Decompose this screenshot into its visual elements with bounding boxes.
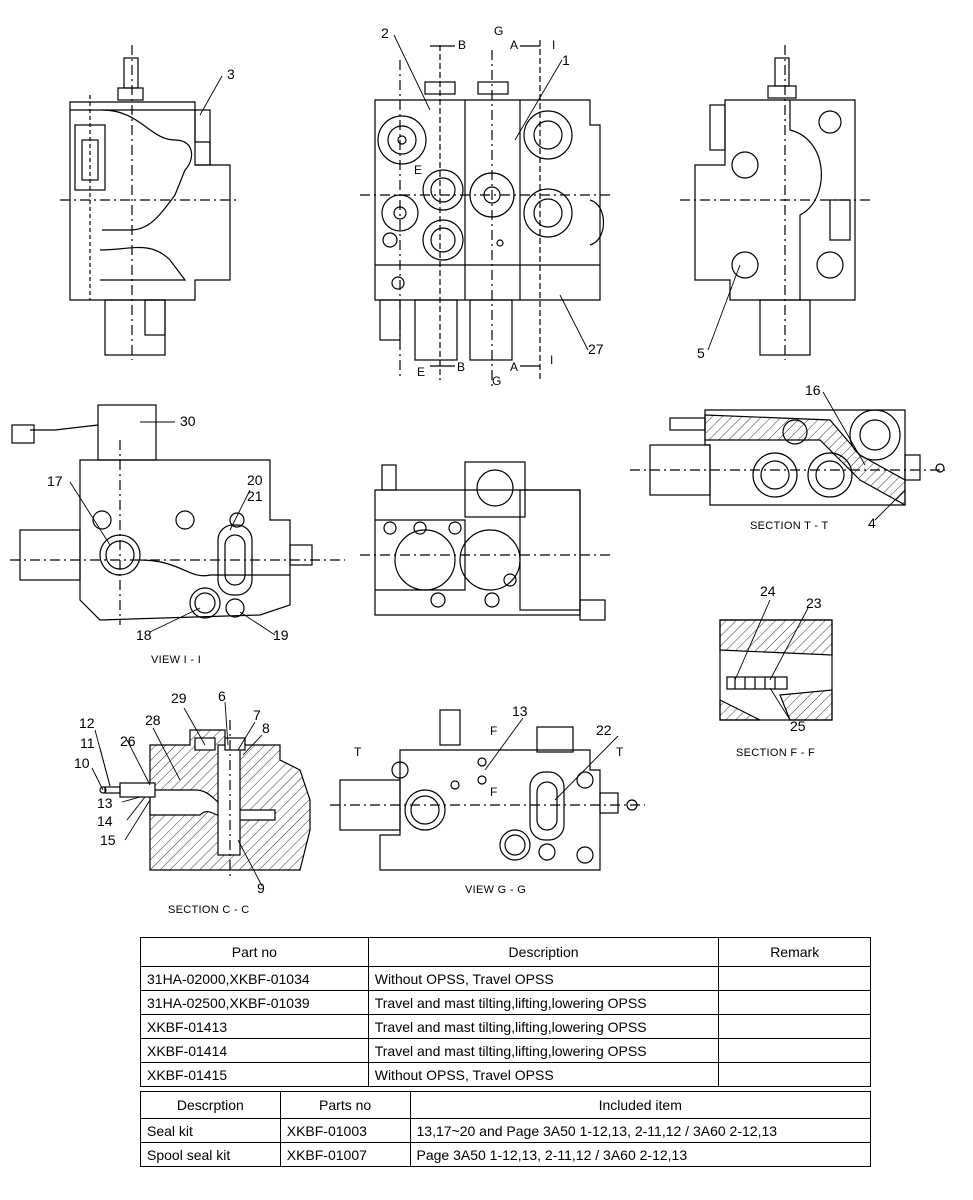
part-no-cell: 31HA-02000,XKBF-01034	[140, 966, 369, 991]
callout-8: 8	[262, 720, 270, 736]
section-mark-i-top: I	[552, 38, 556, 52]
caption-view-i-i: VIEW I - I	[151, 654, 202, 666]
part-no-cell: XKBF-01415	[140, 1062, 369, 1087]
callout-28: 28	[145, 712, 161, 728]
section-mark-b-bot: B	[457, 360, 466, 374]
column-header-description: Descrption	[140, 1091, 281, 1119]
callout-4: 4	[868, 515, 876, 531]
description-cell: Travel and mast tilting,lifting,lowering…	[367, 1038, 720, 1063]
table-row: XKBF-01414 Travel and mast tilting,lifti…	[140, 1038, 871, 1063]
middle-center-view	[360, 461, 610, 621]
callout-12: 12	[79, 715, 95, 731]
remark-cell	[718, 1014, 871, 1039]
view-i-i	[10, 404, 345, 625]
section-mark-g-top: G	[494, 24, 504, 38]
callout-14: 14	[97, 813, 113, 829]
section-mark-i-bot: I	[550, 353, 554, 367]
callout-20: 20	[247, 472, 263, 488]
caption-view-g-g: VIEW G - G	[465, 884, 527, 896]
callout-26: 26	[120, 733, 136, 749]
callout-1: 1	[562, 52, 570, 68]
callout-15: 15	[100, 832, 116, 848]
table-row: Seal kit XKBF-01003 13,17~20 and Page 3A…	[140, 1118, 871, 1143]
side-view-right	[680, 45, 870, 360]
callout-16: 16	[805, 382, 821, 398]
leader-lines	[69, 34, 906, 887]
callout-19: 19	[273, 627, 289, 643]
table-row: Spool seal kit XKBF-01007 Page 3A50 1-12…	[140, 1142, 871, 1167]
section-mark-f-bot: F	[490, 785, 498, 799]
kit-parts-no-cell: XKBF-01003	[279, 1118, 411, 1143]
callout-6: 6	[218, 688, 226, 704]
kit-included-cell: Page 3A50 1-12,13, 2-11,12 / 3A60 2-12,1…	[409, 1142, 871, 1167]
section-mark-t-left: T	[354, 745, 362, 759]
callout-29: 29	[171, 690, 187, 706]
callout-7: 7	[253, 707, 261, 723]
description-cell: Without OPSS, Travel OPSS	[367, 1062, 720, 1087]
column-header-description: Description	[367, 937, 720, 967]
callout-9: 9	[257, 880, 265, 896]
callout-30: 30	[180, 413, 196, 429]
callout-5: 5	[697, 345, 705, 361]
description-cell: Without OPSS, Travel OPSS	[367, 966, 720, 991]
parts-table-header: Part no Description Remark	[140, 937, 871, 967]
side-view-left	[60, 45, 240, 360]
column-header-remark: Remark	[718, 937, 871, 967]
kit-table-header: Descrption Parts no Included item	[140, 1091, 871, 1119]
callout-13-view-g: 13	[512, 703, 528, 719]
caption-section-f-f: SECTION F - F	[736, 747, 816, 759]
table-row: 31HA-02000,XKBF-01034 Without OPSS, Trav…	[140, 966, 871, 991]
callout-24: 24	[760, 583, 776, 599]
remark-cell	[718, 1062, 871, 1087]
description-cell: Travel and mast tilting,lifting,lowering…	[367, 1014, 720, 1039]
section-mark-t-right: T	[616, 745, 624, 759]
section-mark-a-bot: A	[510, 360, 519, 374]
section-mark-f-top: F	[490, 724, 498, 738]
kit-description-cell: Seal kit	[140, 1118, 281, 1143]
callout-13-section-c: 13	[97, 795, 113, 811]
caption-section-t-t: SECTION T - T	[750, 520, 829, 532]
remark-cell	[718, 990, 871, 1015]
section-t-t	[630, 409, 945, 507]
callout-21: 21	[247, 488, 263, 504]
table-row: XKBF-01415 Without OPSS, Travel OPSS	[140, 1062, 871, 1087]
part-no-cell: XKBF-01414	[140, 1038, 369, 1063]
remark-cell	[718, 966, 871, 991]
section-f-f	[719, 619, 833, 721]
callout-10: 10	[74, 755, 90, 771]
parts-table: Part no Description Remark 31HA-02000,XK…	[140, 937, 871, 1087]
callout-2: 2	[381, 25, 389, 41]
callout-25: 25	[790, 718, 806, 734]
column-header-parts-no: Parts no	[279, 1091, 411, 1119]
front-view-center	[360, 40, 610, 390]
caption-section-c-c: SECTION C - C	[168, 904, 250, 916]
section-mark-g-bot: G	[492, 374, 502, 388]
section-mark-e-bot: E	[417, 365, 426, 379]
section-c-c	[99, 720, 311, 880]
callout-11: 11	[80, 735, 95, 751]
kit-included-cell: 13,17~20 and Page 3A50 1-12,13, 2-11,12 …	[409, 1118, 871, 1143]
valve-assembly-drawing	[10, 34, 945, 887]
kit-table: Descrption Parts no Included item Seal k…	[140, 1091, 871, 1167]
callout-22: 22	[596, 722, 612, 738]
callout-27: 27	[588, 341, 604, 357]
kit-description-cell: Spool seal kit	[140, 1142, 281, 1167]
part-no-cell: 31HA-02500,XKBF-01039	[140, 990, 369, 1015]
callout-18: 18	[136, 627, 152, 643]
remark-cell	[718, 1038, 871, 1063]
description-cell: Travel and mast tilting,lifting,lowering…	[367, 990, 720, 1015]
column-header-included-item: Included item	[409, 1091, 871, 1119]
section-mark-e-mid: E	[414, 163, 423, 177]
part-no-cell: XKBF-01413	[140, 1014, 369, 1039]
callout-23: 23	[806, 595, 822, 611]
column-header-part-no: Part no	[140, 937, 369, 967]
callout-17: 17	[47, 473, 63, 489]
table-row: 31HA-02500,XKBF-01039 Travel and mast ti…	[140, 990, 871, 1015]
callout-3: 3	[227, 66, 235, 82]
view-g-g	[330, 709, 645, 871]
table-row: XKBF-01413 Travel and mast tilting,lifti…	[140, 1014, 871, 1039]
kit-parts-no-cell: XKBF-01007	[279, 1142, 411, 1167]
section-mark-a-top: A	[510, 38, 519, 52]
section-mark-b-top: B	[458, 38, 467, 52]
